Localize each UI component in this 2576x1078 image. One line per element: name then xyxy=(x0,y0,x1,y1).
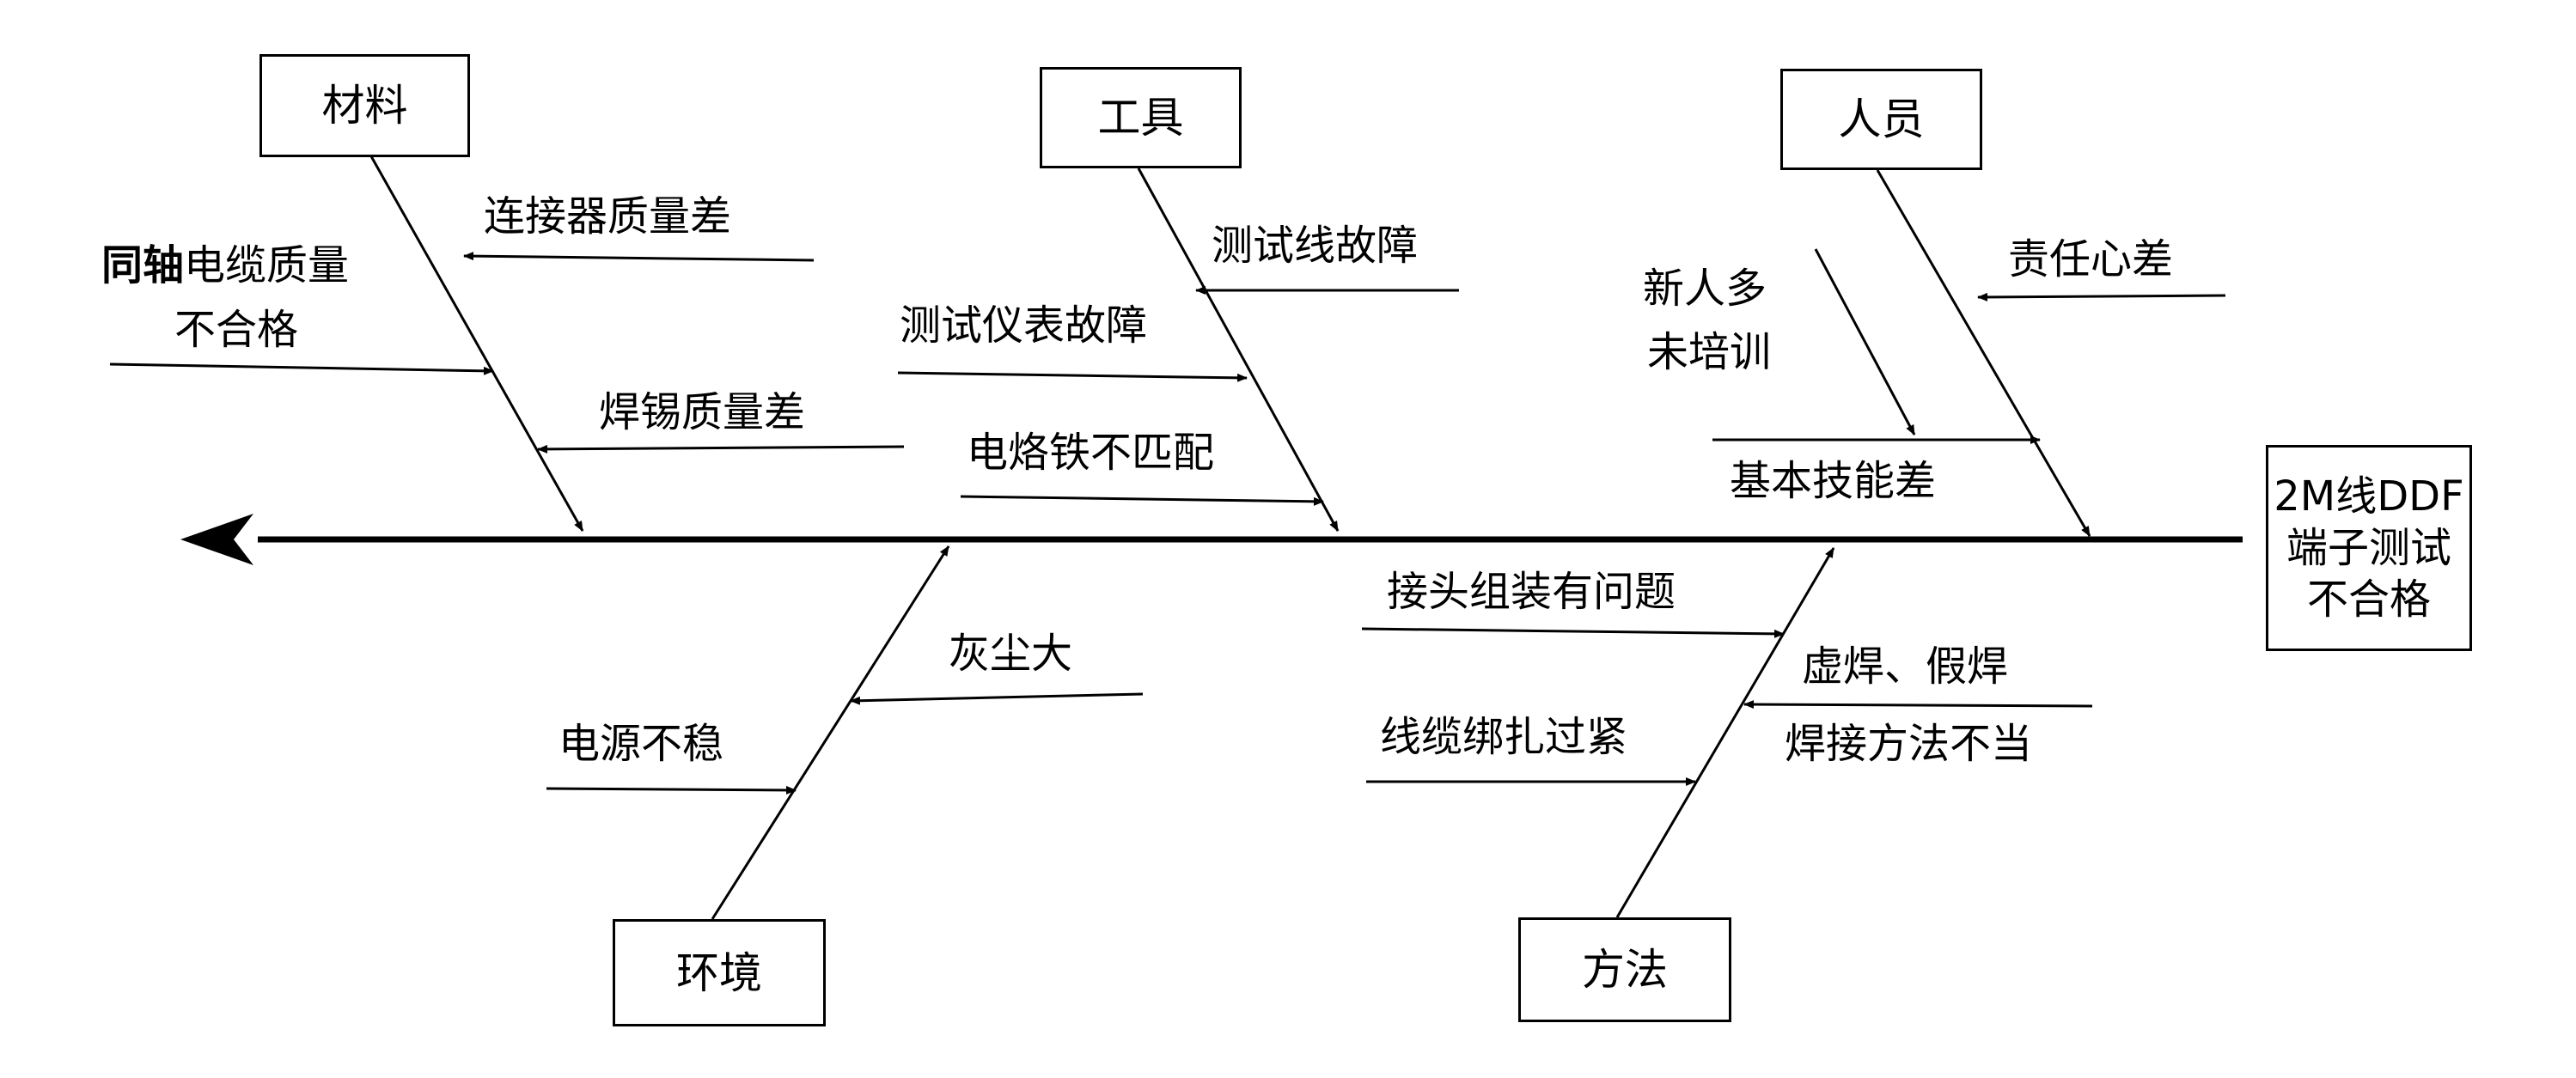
cause-new-staff-line2: 未培训 xyxy=(1647,328,1772,376)
category-method-label: 方法 xyxy=(1582,945,1668,995)
cause-meter-fault: 测试仪表故障 xyxy=(900,301,1148,350)
cause-test-wire-fault: 测试线故障 xyxy=(1212,222,1419,270)
cause-dust: 灰尘大 xyxy=(949,630,1073,678)
arrow-dust xyxy=(850,692,1144,705)
cause-iron-mismatch: 电烙铁不匹配 xyxy=(967,429,1215,477)
effect-line-3: 不合格 xyxy=(2306,576,2431,624)
arrow-meter-fault xyxy=(897,371,1248,382)
bone-tools xyxy=(1137,167,1340,532)
cause-cable-binding: 线缆绑扎过紧 xyxy=(1380,713,1628,761)
bone-personnel xyxy=(1876,169,2091,537)
category-tools-box: 工具 xyxy=(1040,67,1242,168)
cause-coax-cable-line2: 不合格 xyxy=(174,306,299,354)
category-method-box: 方法 xyxy=(1518,917,1731,1022)
category-tools-label: 工具 xyxy=(1097,93,1184,143)
category-materials-label: 材料 xyxy=(321,81,408,131)
cause-solder-method: 焊接方法不当 xyxy=(1785,720,2033,768)
cause-coax-cable: 同轴电缆质量 xyxy=(101,245,349,286)
arrow-new-staff xyxy=(1814,248,1916,435)
arrow-solder-quality xyxy=(537,444,905,454)
effect-line-2: 端子测试 xyxy=(2286,524,2451,572)
cause-joint-assembly: 接头组装有问题 xyxy=(1387,568,1676,616)
cause-responsibility: 责任心差 xyxy=(2008,235,2174,283)
effect-line-1: 2M线DDF xyxy=(2274,472,2464,521)
cause-cold-solder: 虚焊、假焊 xyxy=(1802,643,2009,691)
category-materials-box: 材料 xyxy=(259,54,470,157)
category-environment-label: 环境 xyxy=(676,947,762,998)
cause-basic-skills: 基本技能差 xyxy=(1730,457,1937,505)
arrow-coax-cable xyxy=(109,362,494,375)
arrow-connector-quality xyxy=(463,252,815,262)
cause-coax-cable-rest: 电缆质量 xyxy=(184,241,350,289)
cause-coax-cable-bold: 同轴 xyxy=(101,241,185,289)
cause-power-unstable: 电源不稳 xyxy=(559,720,724,768)
bone-environment xyxy=(711,545,950,920)
cause-solder-quality: 焊锡质量差 xyxy=(599,388,806,436)
bone-method xyxy=(1615,547,1835,918)
cause-new-staff-line1: 新人多 xyxy=(1643,265,1767,313)
arrow-power-unstable xyxy=(546,785,797,795)
arrow-iron-mismatch xyxy=(960,495,1324,506)
bone-materials xyxy=(369,155,584,532)
category-personnel-label: 人员 xyxy=(1838,94,1925,144)
arrow-joint-assembly xyxy=(1361,627,1785,638)
category-personnel-box: 人员 xyxy=(1780,69,1982,170)
category-environment-box: 环境 xyxy=(613,919,826,1026)
arrow-cold-solder xyxy=(1743,700,2093,710)
cause-connector-quality: 连接器质量差 xyxy=(484,192,732,241)
effect-box: 2M线DDF 端子测试 不合格 xyxy=(2266,445,2472,651)
arrow-responsibility xyxy=(1977,292,2226,301)
spine-arrowhead xyxy=(180,514,253,565)
